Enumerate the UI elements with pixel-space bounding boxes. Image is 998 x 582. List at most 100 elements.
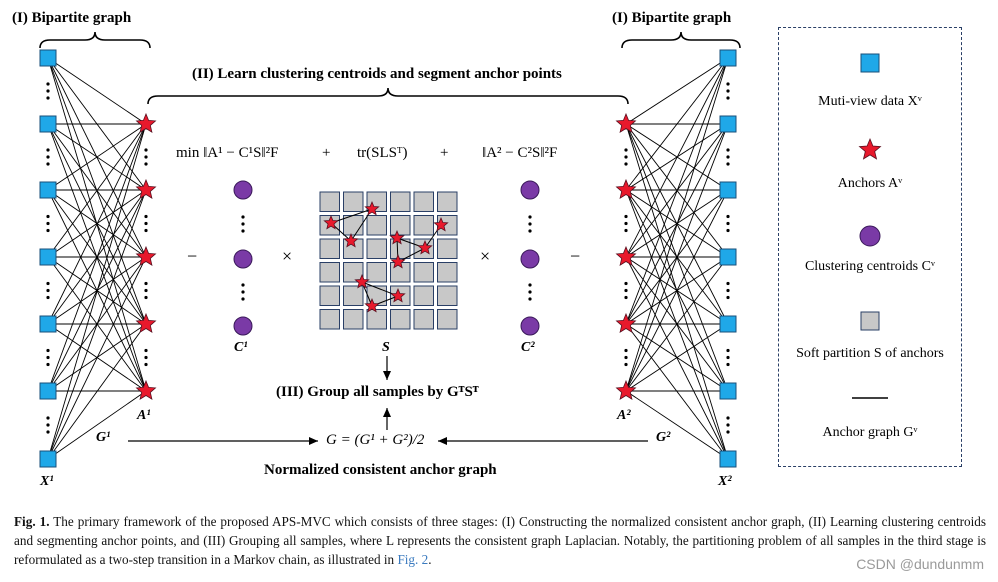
ellipsis-right-data [726,162,730,166]
partition-cell [366,238,387,259]
formula-g: G = (G¹ + G²)/2 [326,432,425,448]
ellipsis-right-anchor [624,295,628,300]
ellipsis-centroid-left [241,222,245,226]
partition-cell [319,191,340,212]
times-right: × [480,246,491,266]
ellipsis-right-data [726,82,730,86]
label-s: S [382,340,390,355]
caption-fig-label: Fig. 1. [14,514,50,529]
centroid-right-2 [520,316,540,336]
edge-right [625,123,729,460]
data-square-left-1 [39,115,57,133]
partition-cell [390,191,411,212]
partition-cell [319,238,340,259]
ellipsis-right-data [726,362,730,367]
centroid-right-1 [520,249,540,269]
label-c1: C¹ [234,340,248,355]
ellipsis-left-data [46,214,50,219]
data-square-right-4 [719,315,737,333]
brace-right [621,31,741,49]
ellipsis-left-data [46,348,50,353]
ellipsis-left-anchor [144,162,148,166]
edge-left [47,57,147,125]
legend-red-star-icon [858,137,882,160]
ellipsis-centroid-right [528,297,532,301]
ellipsis-left-data [46,155,50,159]
centroid-left-1 [233,249,253,269]
partition-star-2 [343,232,359,248]
ellipsis-centroid-right [528,222,532,226]
ellipsis-left-data [46,281,50,286]
ellipsis-left-data [46,288,50,293]
caption-fig2-link[interactable]: Fig. 2 [397,552,429,567]
edge-right [625,123,729,191]
ellipsis-left-data [46,295,50,300]
anchor-star-left-1 [135,178,157,199]
label-g1: G¹ [96,430,111,445]
edge-right [625,256,729,460]
ellipsis-centroid-right [528,229,532,233]
ellipsis-centroid-left [241,215,245,219]
bipartite-left-title: (I) Bipartite graph [12,10,132,26]
ellipsis-left-anchor [144,228,148,233]
edge-left [47,390,147,460]
ellipsis-right-anchor [624,162,628,166]
anchor-star-left-2 [135,245,157,266]
ellipsis-left-anchor [144,155,148,159]
partition-star-5 [417,239,433,255]
data-square-left-6 [39,450,57,468]
ellipsis-right-data [726,228,730,233]
ellipsis-right-data [726,430,730,434]
partition-cell [437,285,458,306]
legend-box [778,27,962,467]
ellipsis-left-data [46,148,50,152]
partition-cell [413,309,434,330]
anchor-star-left-4 [135,379,157,400]
partition-star-3 [389,229,405,245]
edge-left [47,323,147,460]
stage2-title: (II) Learn clustering centroids and segm… [192,66,562,82]
watermark: CSDN @dundunmm [856,556,984,572]
ellipsis-right-data [726,155,730,159]
ellipsis-right-anchor [624,148,628,152]
partition-cell [413,262,434,283]
label-x1: X¹ [40,474,54,489]
caption-end: . [428,552,432,567]
partition-cell [319,285,340,306]
ellipsis-centroid-left [241,290,245,294]
edge-left [47,123,147,460]
partition-cell [437,191,458,212]
legend-label-data: Muti-view data Xᵛ [818,94,922,109]
ellipsis-left-anchor [144,148,148,152]
ellipsis-centroid-left [241,283,245,287]
figure-caption: Fig. 1. The primary framework of the pro… [14,512,986,569]
ellipsis-left-anchor [144,214,148,219]
ellipsis-left-data [46,162,50,166]
data-square-right-1 [719,115,737,133]
partition-star-4 [433,216,449,232]
anchor-star-right-2 [615,245,637,266]
legend-label-graph: Anchor graph Gᵛ [822,425,918,440]
ellipsis-centroid-left [241,229,245,233]
edge-right [625,323,729,460]
ellipsis-right-data [726,288,730,293]
ellipsis-left-data [46,228,50,233]
ellipsis-right-data [726,96,730,100]
ellipsis-left-anchor [144,348,148,353]
ellipsis-right-data [726,148,730,152]
centroid-left-2 [233,316,253,336]
centroid-right-0 [520,180,540,200]
ellipsis-right-anchor [624,355,628,360]
ellipsis-centroid-right [528,215,532,219]
minus-left: − [187,246,198,266]
label-c2: C² [521,340,535,355]
brace-middle [147,87,629,105]
partition-cell [366,262,387,283]
ellipsis-right-anchor [624,214,628,219]
edge-left [47,123,147,325]
data-square-right-0 [719,49,737,67]
ellipsis-right-anchor [624,362,628,367]
edge-left [47,189,147,460]
data-square-right-6 [719,450,737,468]
ellipsis-left-data [46,82,50,86]
